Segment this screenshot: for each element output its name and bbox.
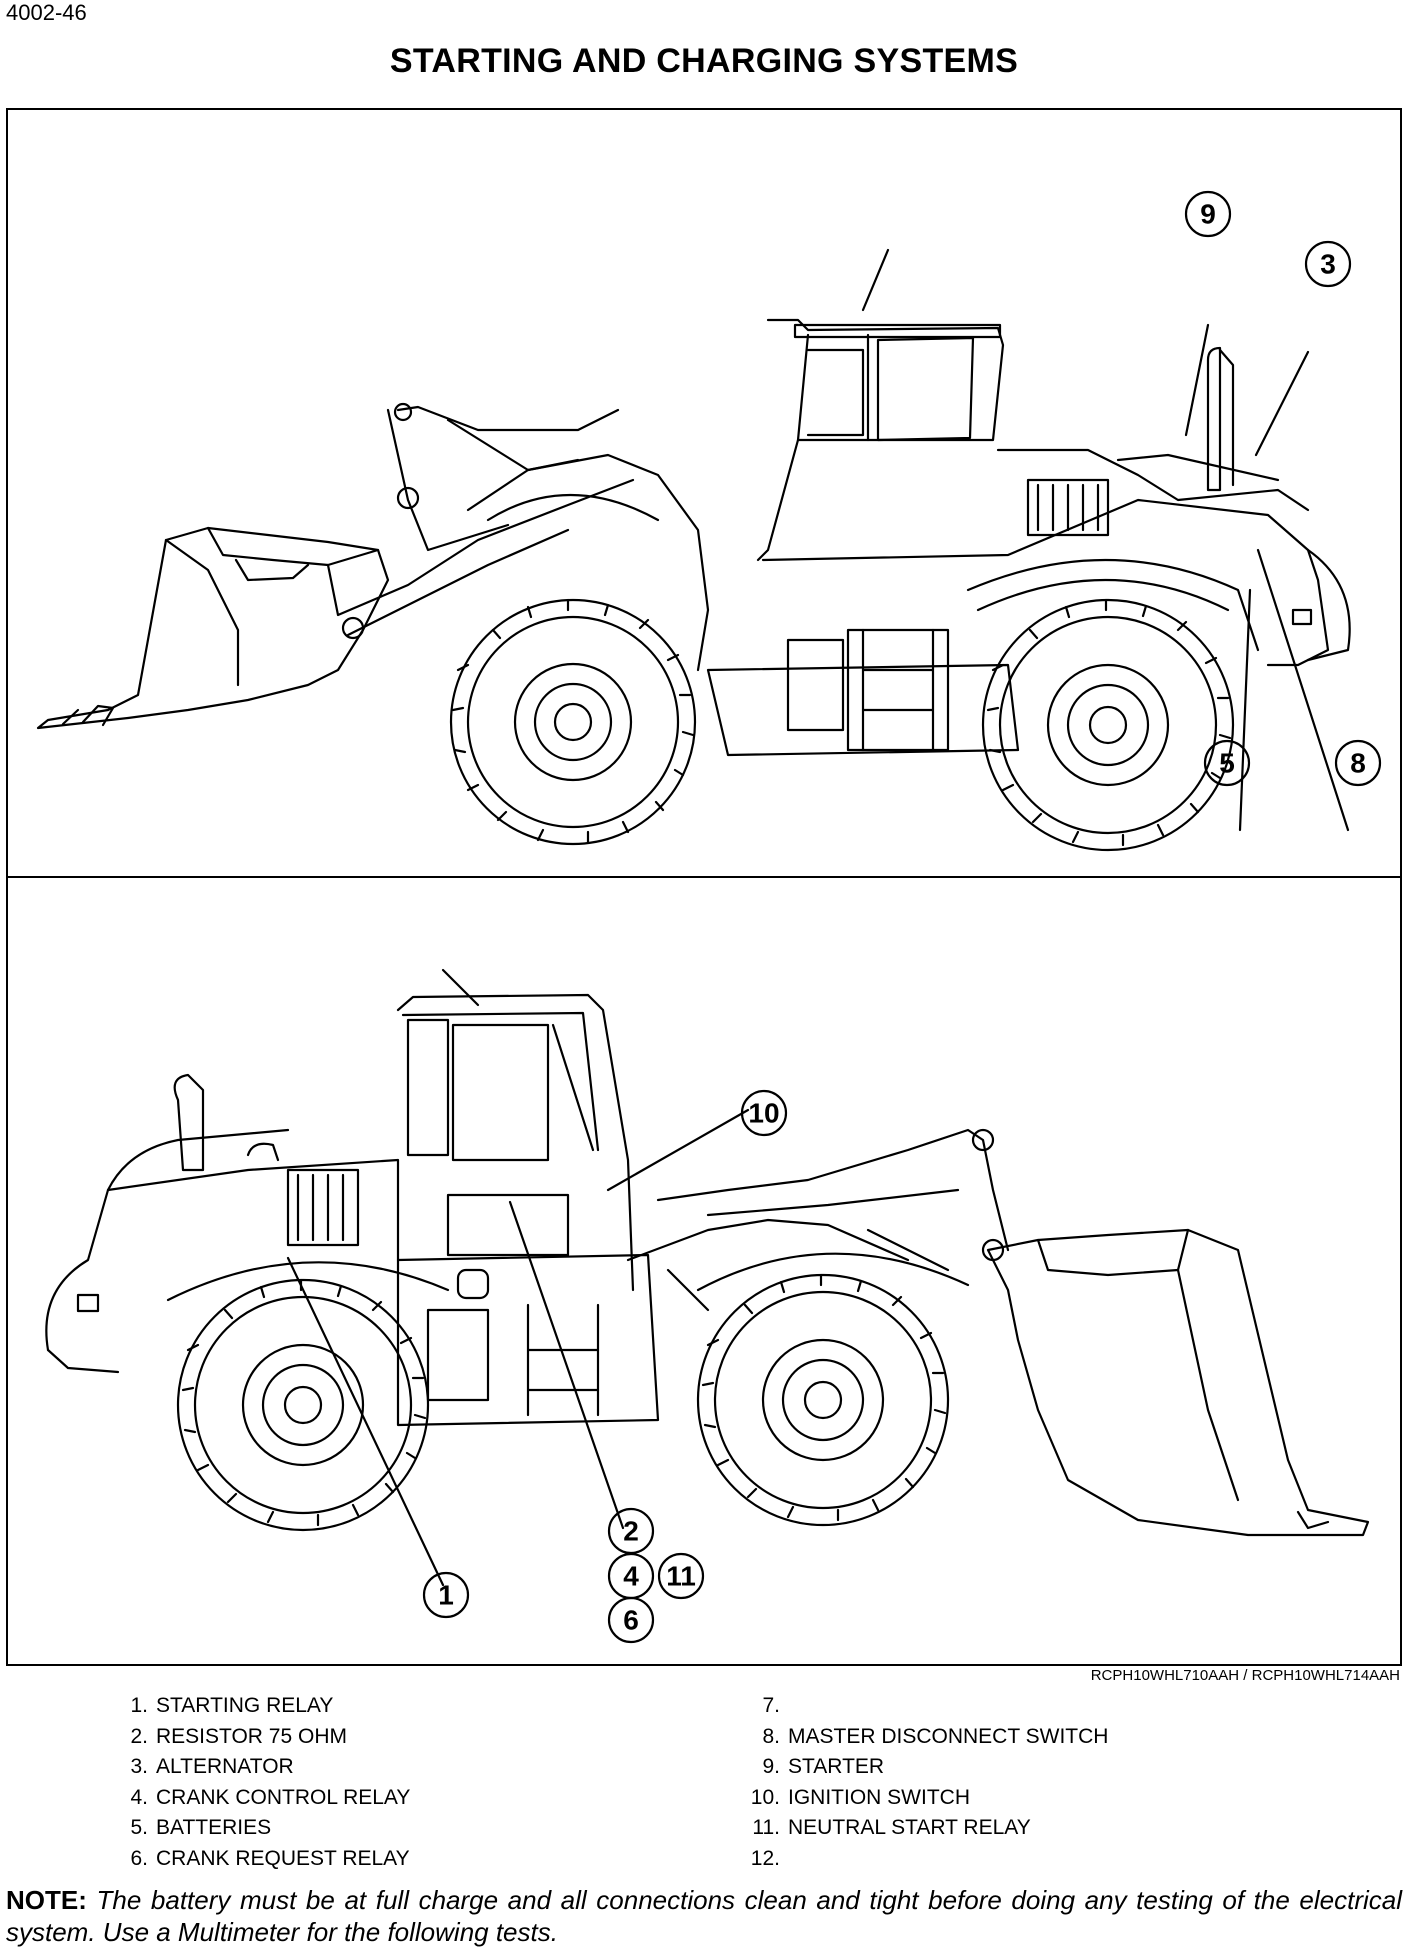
legend-right-column: 7. 8.MASTER DISCONNECT SWITCH 9.STARTER … xyxy=(742,1691,1109,1875)
callout-label-10: 10 xyxy=(748,1098,779,1129)
legend-number: 7. xyxy=(762,1694,780,1717)
legend-text: IGNITION SWITCH xyxy=(788,1785,970,1809)
legend-left-column: 1. STARTING RELAY 2. RESISTOR 75 OHM 3. ALT… xyxy=(110,1691,410,1875)
figure-reference: RCPH10WHL710AAH / RCPH10WHL714AAH xyxy=(1090,1667,1400,1684)
legend-number: 10. xyxy=(750,1785,780,1809)
legend-number: 3. xyxy=(130,1755,148,1779)
figure-divider xyxy=(6,876,1402,878)
legend-item: 3. ALTERNATOR xyxy=(110,1752,410,1783)
callout-label-9: 9 xyxy=(1200,199,1216,230)
page-title: STARTING AND CHARGING SYSTEMS xyxy=(389,42,1019,80)
legend-item: 6. CRANK REQUEST RELAY xyxy=(110,1844,410,1875)
legend-number: 5. xyxy=(130,1816,148,1840)
bottom-callout-circles xyxy=(422,1089,788,1644)
callout-label-3: 3 xyxy=(1320,249,1336,280)
legend-text: RESISTOR 75 OHM xyxy=(156,1724,347,1748)
legend-text: STARTER xyxy=(788,1755,885,1779)
legend-text: ALTERNATOR xyxy=(156,1755,294,1779)
legend-text: MASTER DISCONNECT SWITCH xyxy=(788,1724,1109,1748)
legend-number: 11. xyxy=(752,1816,780,1840)
legend-item: 1. STARTING RELAY xyxy=(110,1691,410,1722)
callout-label-4: 4 xyxy=(623,1561,639,1592)
note-paragraph: NOTE: The battery must be at full charge… xyxy=(6,1884,1402,1948)
legend-number: 8. xyxy=(762,1724,780,1748)
bottom-callout-leaders xyxy=(286,1108,750,1587)
legend-item: 5. BATTERIES xyxy=(110,1813,410,1844)
callout-label-1: 1 xyxy=(438,1580,454,1611)
callout-label-5: 5 xyxy=(1219,748,1235,779)
wheel-loader-illustration: 9 3 5 8 10 1 2 4 11 6 xyxy=(36,190,1382,1644)
legend-number: 12. xyxy=(750,1846,780,1870)
legend-number: 9. xyxy=(762,1755,780,1779)
top-callout-leaders xyxy=(1184,323,1350,832)
legend-item: 8. MASTER DISCONNECT SWITCH xyxy=(742,1722,1108,1753)
legend-number: 4. xyxy=(130,1785,148,1809)
callout-label-8: 8 xyxy=(1350,748,1366,779)
legend-text: NEUTRAL START RELAY xyxy=(788,1816,1031,1840)
callout-label-6: 6 xyxy=(623,1605,639,1636)
legend-item: 9. STARTER xyxy=(742,1752,1108,1783)
page-number: 4002-46 xyxy=(6,0,87,25)
top-callout-circles xyxy=(1184,190,1382,787)
legend-item: 4. CRANK CONTROL RELAY xyxy=(110,1783,410,1814)
legend-number: 6. xyxy=(130,1846,148,1870)
note-label: NOTE: xyxy=(6,1885,87,1915)
legend-number: 1. xyxy=(130,1694,148,1717)
legend-item: 10. IGNITION SWITCH xyxy=(742,1783,1108,1814)
legend-item: 2. RESISTOR 75 OHM xyxy=(110,1722,410,1753)
callout-label-11: 11 xyxy=(666,1561,696,1592)
figure-frame xyxy=(6,108,1402,1666)
legend-text: STARTING RELAY xyxy=(156,1694,334,1717)
legend-item: 7. xyxy=(742,1691,1108,1722)
legend-item: 12. xyxy=(742,1844,1108,1875)
legend-text: BATTERIES xyxy=(156,1816,272,1840)
top-loader-drawing xyxy=(36,248,1351,852)
legend-number: 2. xyxy=(130,1724,148,1748)
legend-text: CRANK CONTROL RELAY xyxy=(156,1785,411,1809)
note-text: The battery must be at full charge and a… xyxy=(6,1885,1402,1947)
bottom-loader-drawing xyxy=(45,968,1370,1537)
legend-text: CRANK REQUEST RELAY xyxy=(156,1846,410,1870)
legend-item: 11. NEUTRAL START RELAY xyxy=(742,1813,1108,1844)
callout-label-2: 2 xyxy=(623,1516,639,1547)
